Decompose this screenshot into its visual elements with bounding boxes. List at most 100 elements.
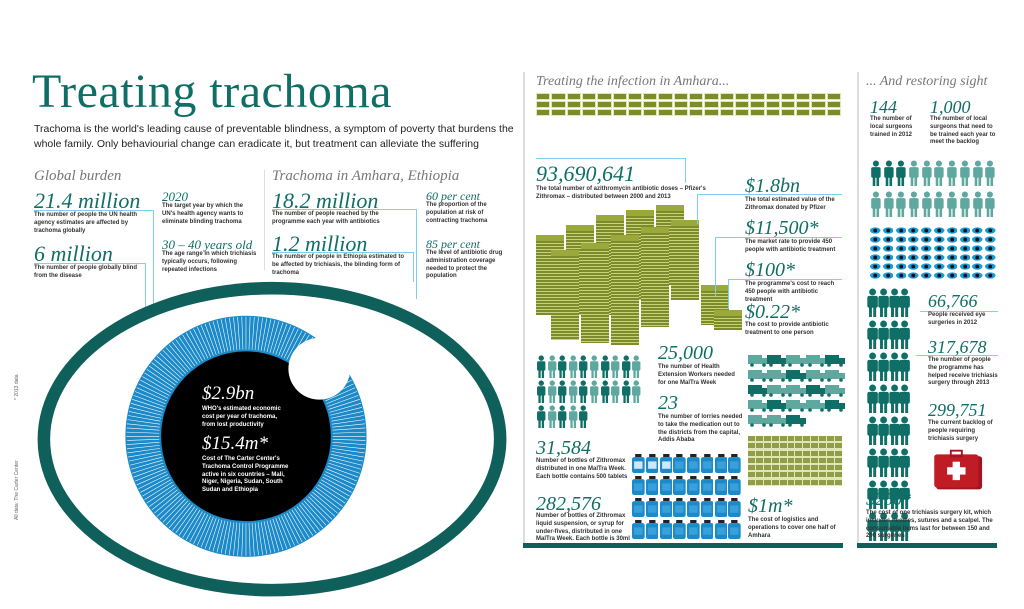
stat-caption: The number of Health Extension Workers n… <box>658 364 735 386</box>
eye-icon <box>921 227 932 234</box>
banknote-icon <box>566 109 581 116</box>
iris-stripe <box>286 330 303 360</box>
banknote-icon <box>755 457 763 463</box>
banknote-icon <box>811 443 819 449</box>
person-icon <box>878 416 889 445</box>
eye-icon <box>895 263 907 270</box>
person-icon <box>547 380 557 403</box>
banknote-icon <box>803 457 811 463</box>
eye-icon <box>908 245 919 252</box>
stat-caption: The number of people globally blind from… <box>34 265 138 279</box>
iris-stripe <box>229 317 235 351</box>
iris-stripe <box>149 487 176 507</box>
banknote-icon <box>536 109 551 116</box>
patient-icons <box>866 288 911 541</box>
iris-stripe <box>126 431 160 434</box>
money-stack <box>714 310 742 330</box>
bottle-icon <box>632 476 645 495</box>
eye-icon <box>934 245 945 252</box>
banknote-icon <box>819 443 827 449</box>
surgeon-icons <box>870 160 996 217</box>
eye-icon <box>934 263 945 270</box>
banknote-icon <box>627 101 643 108</box>
banknote-icon <box>750 93 765 100</box>
banknote-icon <box>763 465 771 471</box>
iris-stripe <box>254 522 259 556</box>
banknote-icon <box>771 436 779 441</box>
iris-stripe <box>330 454 364 462</box>
bottle-icon <box>659 498 673 517</box>
iris-stripe <box>129 407 162 416</box>
person-icon <box>960 191 970 217</box>
iris-stripe <box>212 321 223 353</box>
iris-stripe <box>331 451 364 458</box>
banknote-icon <box>750 101 765 108</box>
person-icon <box>878 448 889 477</box>
eye-icon <box>921 263 932 270</box>
iris-stripe <box>165 500 189 526</box>
stat-value: 1.2 million <box>272 231 368 256</box>
stat-value: 1,000 <box>930 97 971 117</box>
banknote-icon <box>704 109 719 116</box>
banknote-icon <box>795 457 803 463</box>
stat-value: 144 <box>870 97 897 117</box>
iris-stripe <box>237 316 241 350</box>
bottle-icon <box>700 520 714 539</box>
stat-caption: The cost of one trichiasis surgery kit, … <box>866 510 993 540</box>
iris-stripe <box>156 356 182 379</box>
person-icon <box>921 191 932 217</box>
iris-stripe <box>314 489 341 511</box>
lorry-icon <box>805 370 826 382</box>
banknote-icon <box>536 93 551 100</box>
eye-icon <box>946 263 958 270</box>
eye-icon <box>934 272 945 279</box>
eye-illustration <box>37 281 507 597</box>
iris-stripe <box>200 325 214 356</box>
iris-stripe <box>322 476 352 493</box>
iris-stripe <box>126 442 160 445</box>
stat-value: 299,751 <box>928 400 987 420</box>
person-icon <box>947 191 957 217</box>
stat-value: 60 per cent <box>426 189 480 203</box>
banknote-grid <box>748 436 842 486</box>
eye-icon <box>882 236 894 243</box>
person-icon <box>611 355 620 378</box>
iris-stripe <box>323 474 354 489</box>
bottle-icon <box>728 476 741 495</box>
banknote-icon <box>734 93 750 100</box>
banknote-icon <box>803 479 811 485</box>
iris-stripe <box>149 365 176 386</box>
person-icon <box>867 448 878 477</box>
lorry-icons <box>748 355 845 427</box>
iris-stripe <box>317 484 346 504</box>
eye-icon <box>895 236 907 243</box>
bottle-icon <box>659 520 673 539</box>
banknote-icon <box>795 465 803 471</box>
banknote-icon <box>803 450 811 456</box>
stat-value: 282,576 <box>536 493 601 515</box>
stat-caption: The number of people reached by the prog… <box>272 211 380 225</box>
eye-icon <box>895 254 907 261</box>
person-icon <box>568 355 578 378</box>
iris-stripe <box>248 523 251 556</box>
person-icon <box>985 160 995 186</box>
iris-stripe <box>146 484 175 504</box>
iris-stripe <box>132 462 164 474</box>
iris-stripe <box>291 509 310 538</box>
banknote-icon <box>643 101 658 108</box>
surgery-kit-icon <box>934 449 983 490</box>
stat-caption: Number of bottles of Zithromax liquid su… <box>536 513 630 543</box>
iris-stripe <box>178 508 198 536</box>
bottle-icon <box>673 520 686 539</box>
banknote-icon <box>765 109 780 116</box>
person-icon <box>909 160 919 186</box>
iris-stripe <box>272 518 284 551</box>
person-icon <box>899 448 911 477</box>
iris-stripe <box>332 445 365 450</box>
iris-stripe <box>303 500 327 526</box>
iris-stripe <box>308 496 333 520</box>
stat-value: 23 <box>658 392 678 414</box>
banknote-icon <box>826 109 841 116</box>
eye-icon <box>870 263 881 270</box>
bottle-icon <box>728 454 741 473</box>
